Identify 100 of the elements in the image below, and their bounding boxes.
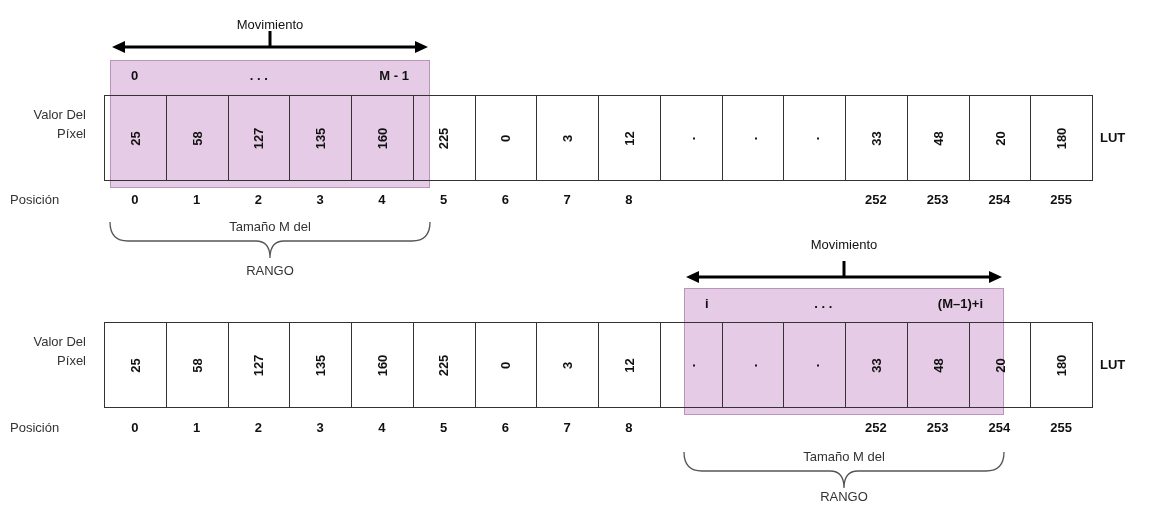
pixel-value: 20	[993, 130, 1007, 146]
pixel-value: .	[684, 136, 698, 140]
lut-cell	[289, 322, 352, 408]
position-number: 254	[988, 193, 1011, 206]
pixel-value: 33	[869, 357, 883, 373]
lut-cell	[104, 322, 167, 408]
pixel-value: 225	[437, 354, 451, 376]
pixel-value: 127	[252, 127, 266, 149]
pixel-value: .	[808, 363, 822, 367]
brace-label: Tamaño M del	[229, 220, 311, 233]
lut-cell	[968, 322, 1032, 408]
row-label: Posición	[10, 193, 60, 206]
position-number: 4	[378, 193, 386, 206]
position-number: 5	[440, 421, 448, 434]
lut-cell	[659, 95, 723, 181]
position-number: 6	[501, 421, 509, 434]
position-number: 1	[193, 193, 201, 206]
pixel-value: 135	[314, 354, 328, 376]
index-label: . . .	[249, 69, 268, 82]
position-number: 7	[563, 193, 571, 206]
highlight-band	[684, 288, 1004, 415]
position-number: 3	[316, 193, 324, 206]
pixel-value: 180	[1055, 127, 1069, 149]
lut-cell	[165, 322, 229, 408]
lut-cell	[1030, 322, 1093, 408]
position-number: 6	[501, 193, 509, 206]
lut-cell	[227, 322, 291, 408]
position-number: 255	[1050, 193, 1072, 206]
axis-label: Movimiento	[236, 18, 304, 31]
row-label: Valor Del Píxel	[32, 333, 86, 370]
pixel-value: 12	[622, 357, 636, 373]
pixel-value: 58	[190, 130, 204, 146]
lut-cell	[906, 95, 970, 181]
position-number: 3	[316, 421, 324, 434]
pixel-value: 3	[561, 134, 575, 142]
pixel-value: 33	[869, 130, 883, 146]
lut-cell	[412, 95, 476, 181]
pixel-value: 160	[375, 127, 389, 149]
lut-cell	[412, 322, 476, 408]
index-label: . . .	[814, 297, 833, 310]
position-number: 2	[254, 193, 262, 206]
lut-cell	[104, 95, 167, 181]
index-label: 0	[131, 69, 139, 82]
pixel-value: 48	[931, 357, 945, 373]
position-number: 253	[926, 421, 949, 434]
row-label: Posición	[10, 421, 60, 434]
position-number: 255	[1050, 421, 1072, 434]
lut-cell	[783, 95, 846, 181]
lut-cell	[536, 95, 599, 181]
row-label: Valor Del Píxel	[32, 106, 86, 143]
brace-label: RANGO	[820, 490, 868, 503]
position-number: 252	[865, 421, 887, 434]
position-number: 254	[988, 421, 1011, 434]
lut-cell	[474, 322, 538, 408]
pixel-value: 135	[314, 127, 328, 149]
position-number: 8	[625, 421, 633, 434]
index-label: i	[705, 297, 709, 310]
pixel-value: 48	[931, 130, 945, 146]
lut-cell	[968, 95, 1032, 181]
position-number: 0	[131, 193, 139, 206]
lut-cell	[1030, 95, 1093, 181]
pixel-value: 58	[190, 357, 204, 373]
lut-cell	[536, 322, 599, 408]
pixel-value: 25	[128, 130, 142, 146]
pixel-value: 0	[499, 361, 513, 369]
pixel-value: .	[746, 363, 760, 367]
highlight-band	[110, 60, 430, 188]
lut-cell	[474, 95, 538, 181]
position-number: 2	[254, 421, 262, 434]
pixel-value: 160	[375, 354, 389, 376]
pixel-value: 12	[622, 130, 636, 146]
position-number: 7	[563, 421, 571, 434]
pixel-value: .	[684, 363, 698, 367]
position-number: 8	[625, 193, 633, 206]
brace-label: RANGO	[246, 264, 294, 277]
index-label: (M–1)+i	[937, 297, 983, 310]
pixel-value: .	[746, 136, 760, 140]
lut-cell	[721, 95, 785, 181]
pixel-value: .	[808, 136, 822, 140]
position-number: 4	[378, 421, 386, 434]
pixel-value: 3	[561, 361, 575, 369]
position-number: 0	[131, 421, 139, 434]
pixel-value: 180	[1055, 354, 1069, 376]
lut-cell	[598, 95, 661, 181]
pixel-value: 20	[993, 357, 1007, 373]
pixel-value: 0	[499, 134, 513, 142]
pixel-value: 225	[437, 127, 451, 149]
lut-cell	[598, 322, 661, 408]
position-number: 1	[193, 421, 201, 434]
lut-cell	[351, 322, 414, 408]
position-number: 253	[926, 193, 949, 206]
axis-label: Movimiento	[810, 238, 878, 251]
lut-cell	[659, 322, 723, 408]
index-label: M - 1	[379, 69, 409, 82]
position-number: 5	[440, 193, 448, 206]
pixel-value: 127	[252, 354, 266, 376]
pixel-value: 25	[128, 357, 142, 373]
brace-label: Tamaño M del	[803, 450, 885, 463]
lut-cell	[845, 95, 908, 181]
position-number: 252	[865, 193, 887, 206]
